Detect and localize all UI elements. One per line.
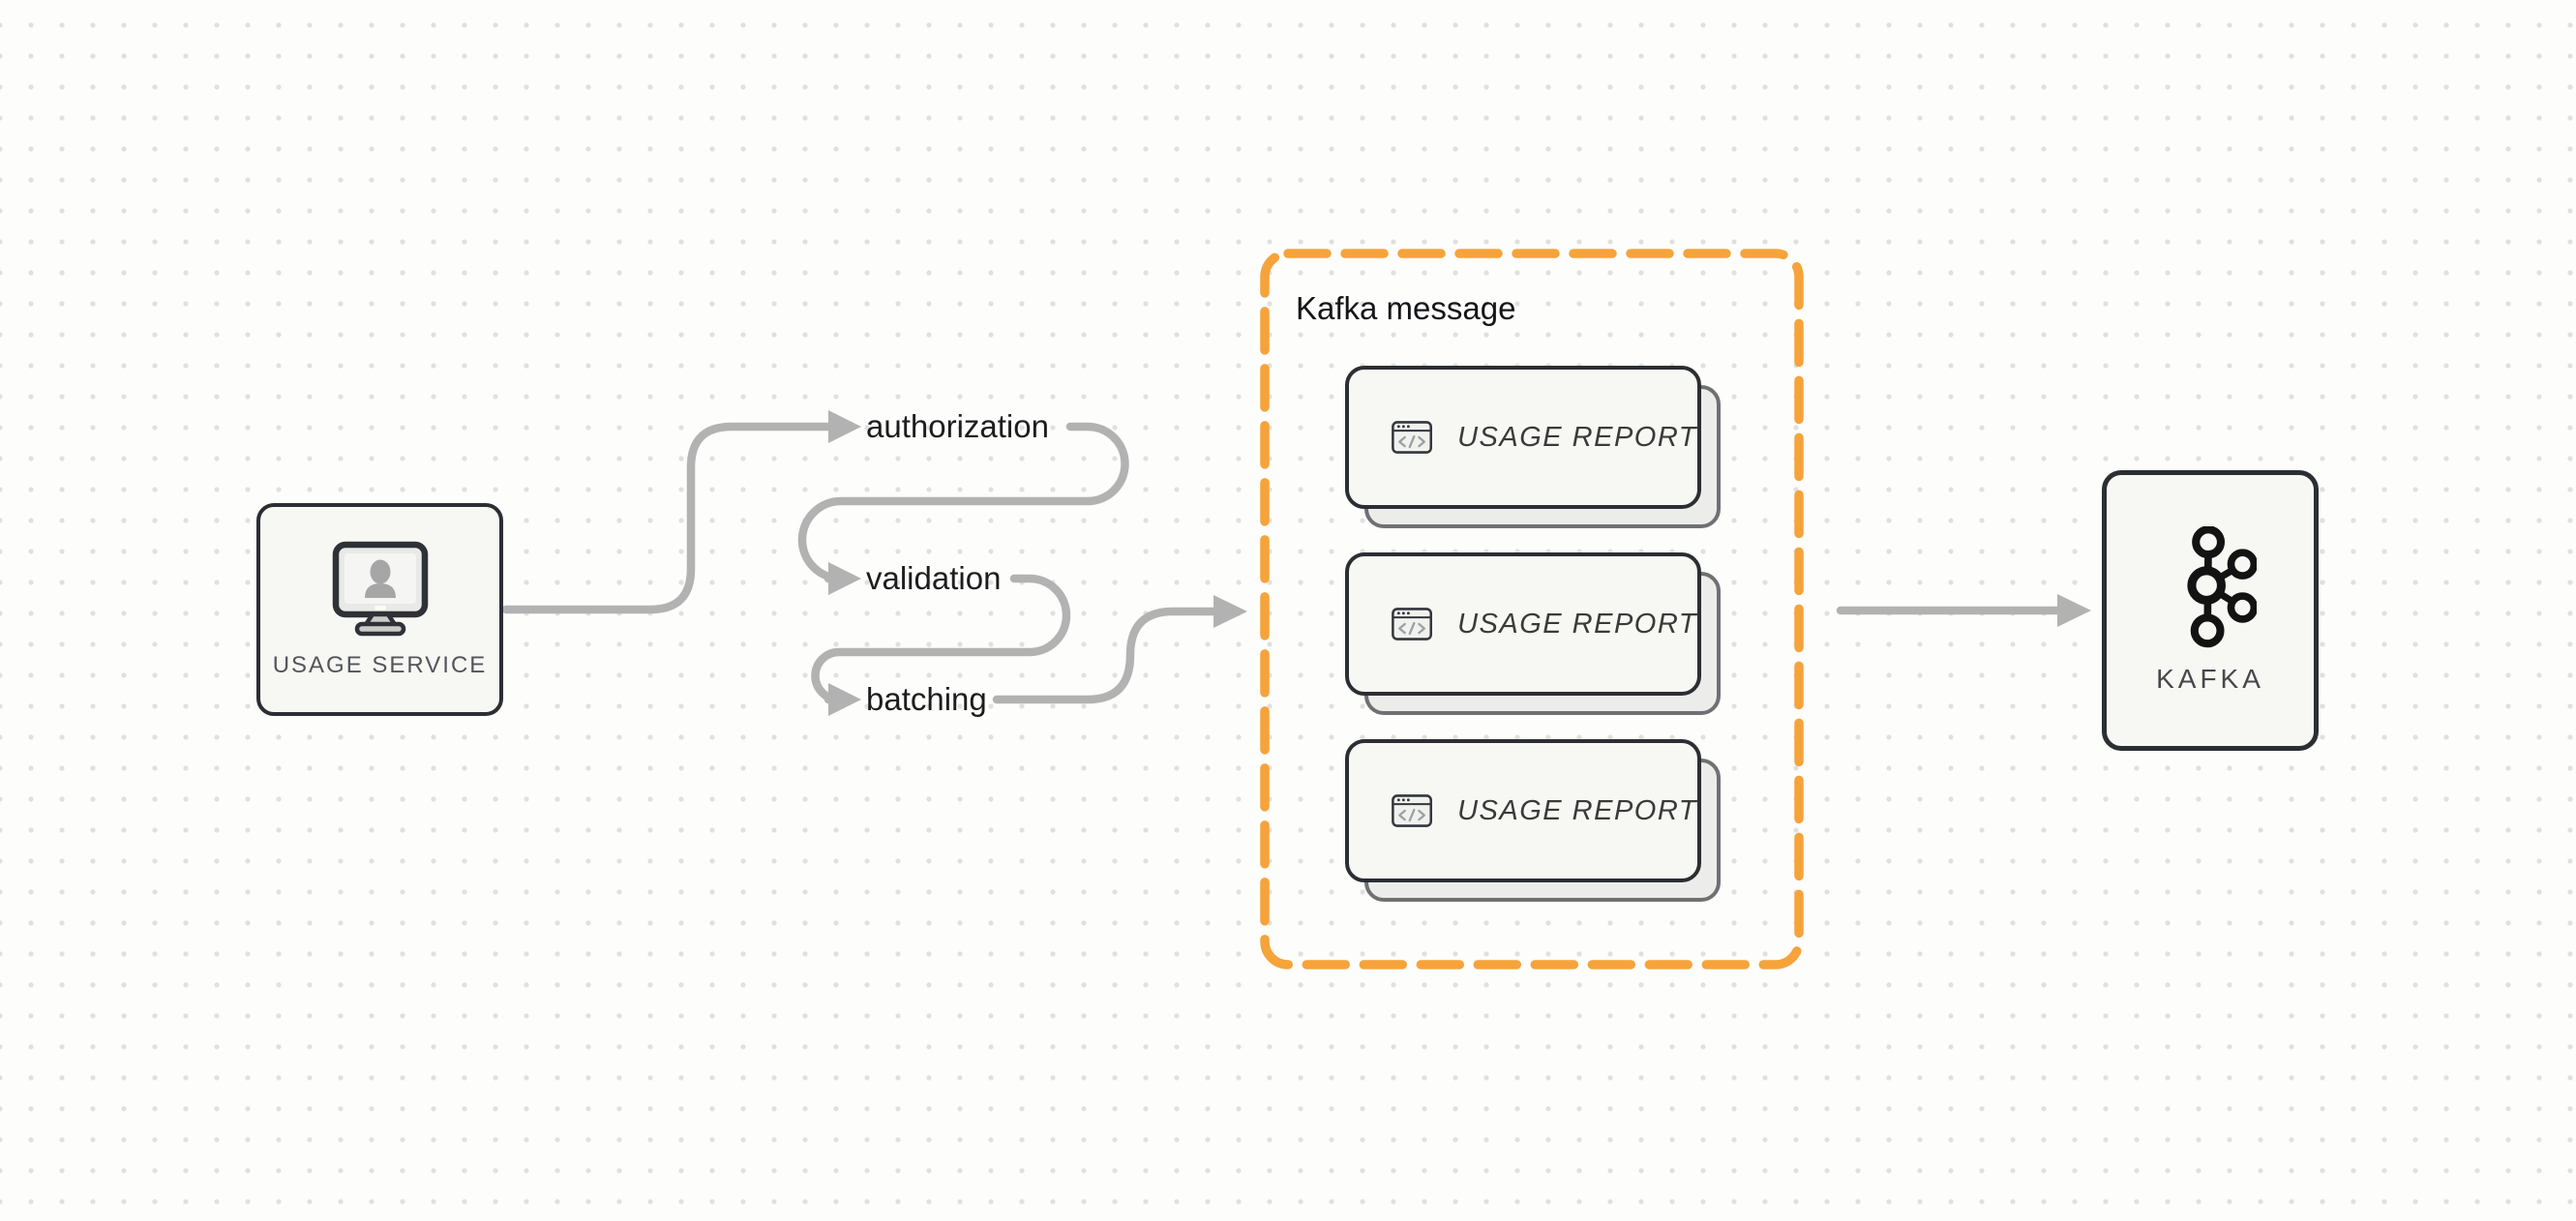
usage-service-node[interactable]: USAGE SERVICE <box>256 503 503 716</box>
usage-report-label: USAGE REPORT <box>1457 421 1697 453</box>
arrowhead-validation <box>828 562 861 595</box>
edge-usage-service-to-authorization <box>501 422 833 614</box>
usage-report-card[interactable]: USAGE REPORT <box>1345 552 1721 715</box>
kafka-label: KAFKA <box>2156 664 2264 694</box>
arrowhead-kafka <box>2057 594 2091 627</box>
usage-report-card[interactable]: USAGE REPORT <box>1345 739 1721 902</box>
code-window-icon <box>1392 421 1432 454</box>
arrowheads <box>828 410 2091 716</box>
card-face: USAGE REPORT <box>1345 366 1701 509</box>
step-label-batching: batching <box>866 681 987 717</box>
arrowhead-authorization <box>828 410 861 443</box>
kafka-message-boundary <box>1260 249 1804 969</box>
edge-authorization-to-validation <box>797 422 1129 583</box>
kafka-logo-icon <box>2187 526 2257 648</box>
step-label-authorization: authorization <box>866 408 1049 444</box>
usage-report-label: USAGE REPORT <box>1457 608 1697 640</box>
kafka-node[interactable]: KAFKA <box>2102 470 2319 751</box>
code-window-icon <box>1392 794 1432 827</box>
card-face: USAGE REPORT <box>1345 739 1701 882</box>
step-label-validation: validation <box>866 560 1002 596</box>
card-face: USAGE REPORT <box>1345 552 1701 696</box>
usage-service-label: USAGE SERVICE <box>272 652 488 678</box>
edge-batching-to-kafka-message <box>992 607 1218 704</box>
usage-report-label: USAGE REPORT <box>1457 794 1697 826</box>
usage-report-card[interactable]: USAGE REPORT <box>1345 366 1721 528</box>
connector-lines <box>501 422 2062 704</box>
monitor-user-icon <box>332 541 428 637</box>
kafka-message-title: Kafka message <box>1296 290 1516 326</box>
code-window-icon <box>1392 608 1432 640</box>
arrowhead-kafka-message <box>1213 595 1247 628</box>
edge-validation-to-batching <box>811 574 1071 704</box>
arrowhead-batching <box>828 683 861 716</box>
